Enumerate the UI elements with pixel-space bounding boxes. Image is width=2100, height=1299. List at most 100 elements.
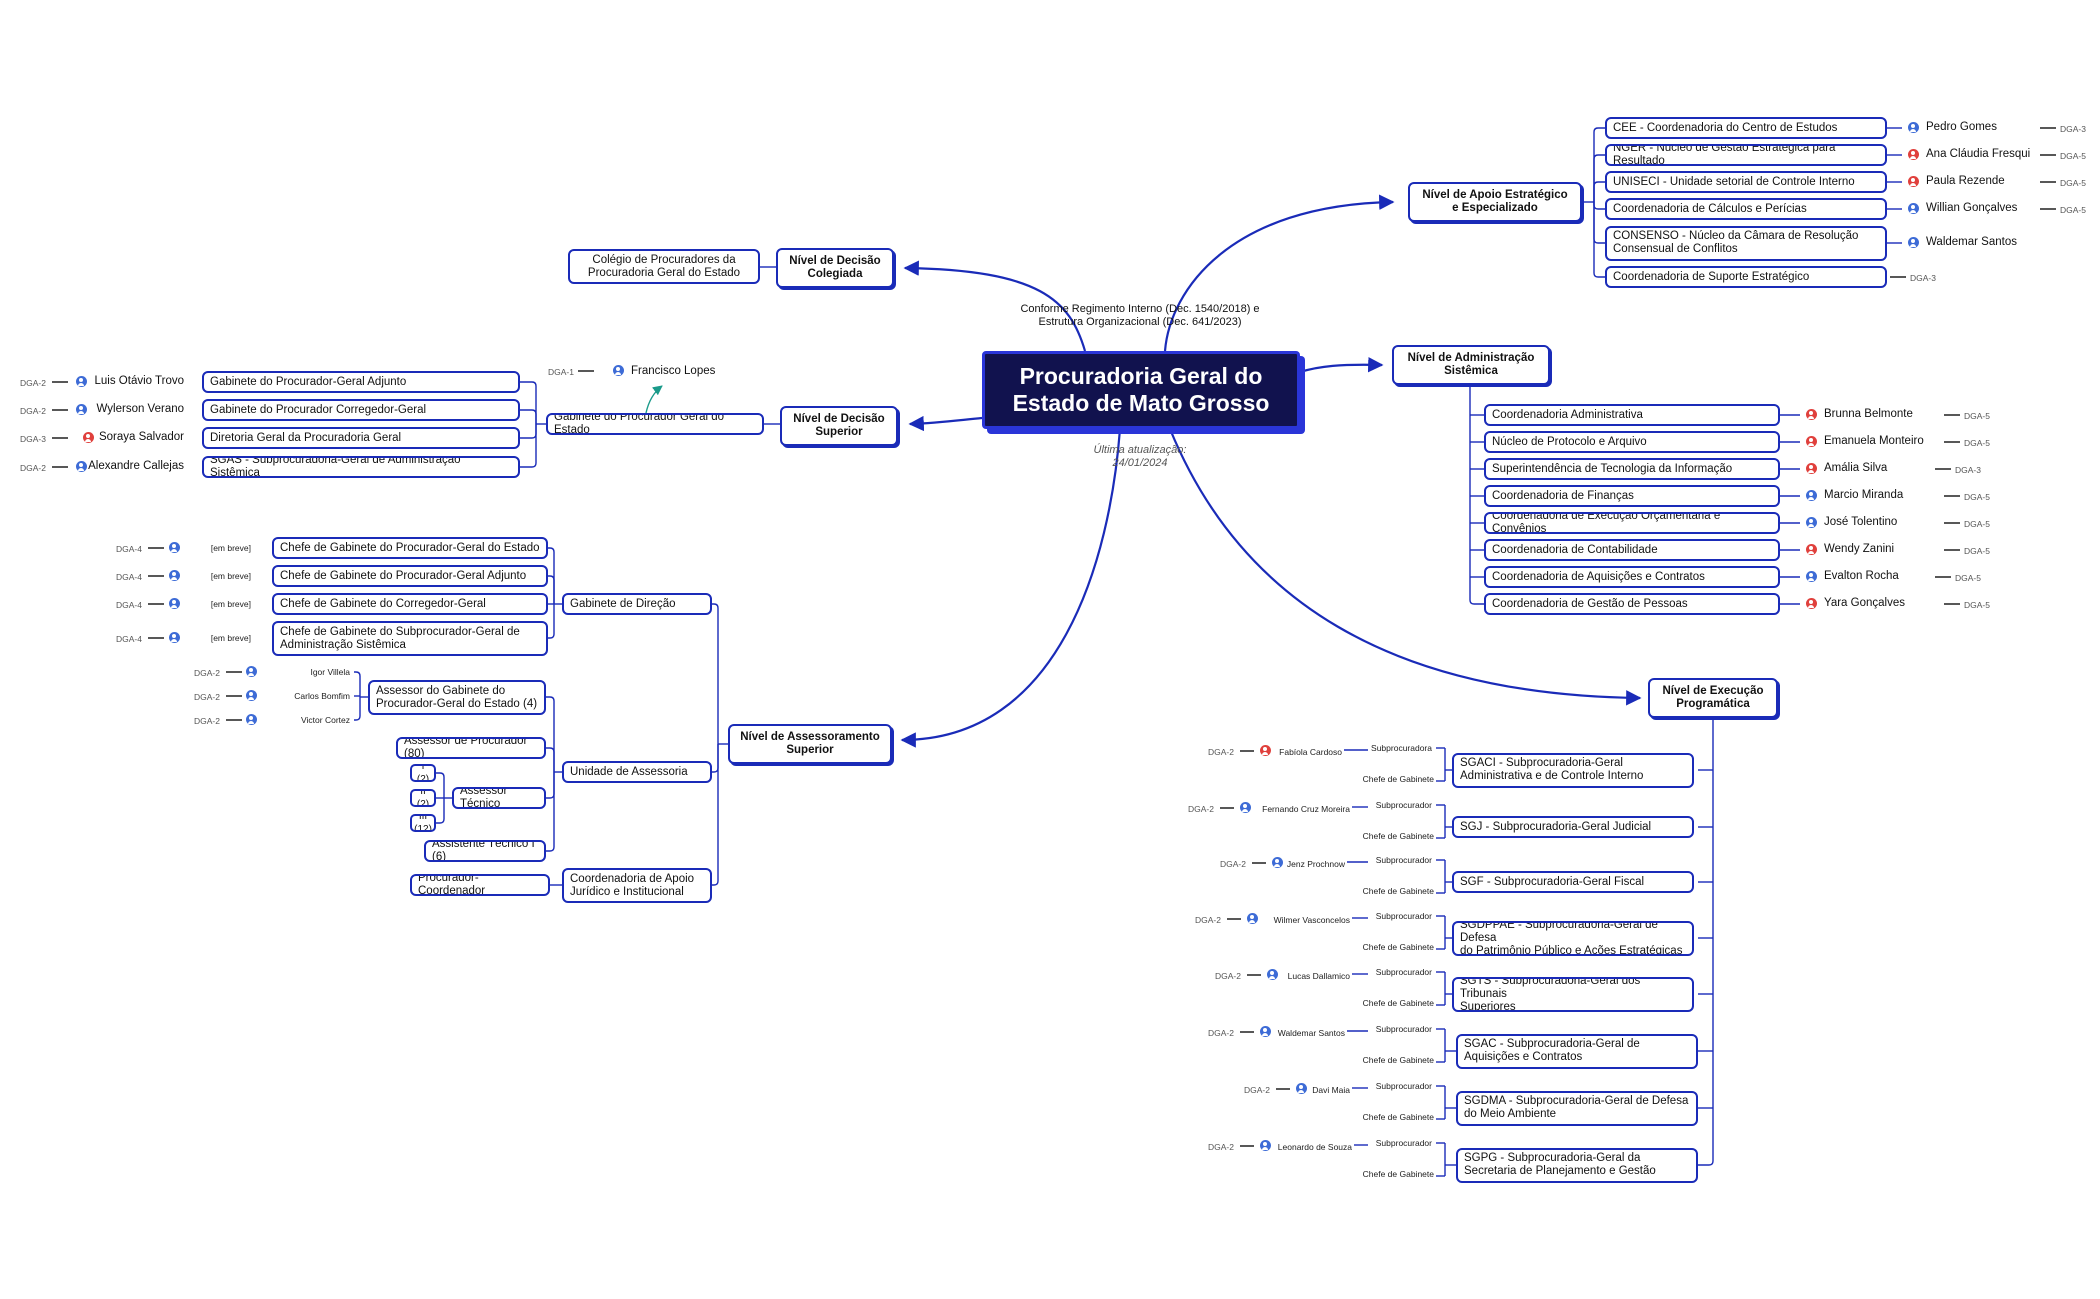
procurador-coordenador-label: Procurador-Coordenador bbox=[418, 874, 486, 896]
assessor-procurador[interactable]: Assessor de Procurador (80) bbox=[396, 737, 546, 759]
user-icon bbox=[83, 432, 94, 443]
user-icon bbox=[1806, 490, 1817, 501]
execucao-item[interactable]: SGPG - Subprocuradoria-Geral da Secretar… bbox=[1456, 1147, 1698, 1183]
assessor-tecnico[interactable]: Assessor Técnico bbox=[452, 787, 546, 809]
role-chefe-gabinete: Chefe de Gabinete bbox=[1362, 886, 1434, 896]
level-apoio[interactable]: Nível de Apoio Estratégico e Especializa… bbox=[1408, 182, 1582, 222]
dga-label: DGA-5 bbox=[1955, 573, 1981, 583]
connector-line bbox=[712, 603, 719, 744]
assistente-tecnico[interactable]: Assistente Técnico I (6) bbox=[424, 840, 546, 862]
chefe-gabinete[interactable]: Chefe de Gabinete do Corregedor-Geral bbox=[272, 593, 548, 615]
apoio-item[interactable]: CONSENSO - Núcleo da Câmara de Resolução… bbox=[1605, 225, 1887, 261]
central-node[interactable]: Procuradoria Geral do Estado de Mato Gro… bbox=[982, 351, 1300, 429]
assessor-procurador-label: Assessor de Procurador (80) bbox=[404, 737, 528, 759]
person-name: Alexandre Callejas bbox=[88, 460, 184, 472]
execucao-item[interactable]: SGDMA - Subprocuradoria-Geral de Defesa … bbox=[1456, 1090, 1698, 1126]
level-superior[interactable]: Nível de Decisão Superior bbox=[780, 406, 898, 446]
execucao-item[interactable]: SGACI - Subprocuradoria-Geral Administra… bbox=[1452, 752, 1694, 788]
role-subprocurador: Subprocurador bbox=[1375, 911, 1432, 921]
dga-label: DGA-2 bbox=[1188, 804, 1214, 814]
execucao-item[interactable]: SGJ - Subprocuradoria-Geral Judicial bbox=[1452, 816, 1694, 838]
superior-item[interactable]: SGAS - Subprocuradoria-Geral de Administ… bbox=[202, 456, 520, 478]
apoio-item[interactable]: NGER - Núcleo de Gestão Estratégica para… bbox=[1605, 144, 1887, 166]
dga-label: DGA-5 bbox=[1964, 438, 1990, 448]
connector-line bbox=[1593, 127, 1605, 202]
apoio-item[interactable]: UNISECI - Unidade setorial de Controle I… bbox=[1605, 171, 1887, 193]
administracao-item[interactable]: Superintendência de Tecnologia da Inform… bbox=[1484, 458, 1780, 480]
role-subprocurador: Subprocurador bbox=[1375, 800, 1432, 810]
execucao-item[interactable]: SGAC - Subprocuradoria-Geral de Aquisiçõ… bbox=[1456, 1033, 1698, 1069]
level-assessoramento[interactable]: Nível de Assessoramento Superior bbox=[728, 724, 892, 764]
dga-label: DGA-2 bbox=[1208, 1028, 1234, 1038]
administracao-item[interactable]: Coordenadoria de Aquisições e Contratos bbox=[1484, 566, 1780, 588]
administracao-item[interactable]: Coordenadoria Administrativa bbox=[1484, 404, 1780, 426]
procurador-coordenador[interactable]: Procurador-Coordenador bbox=[410, 874, 550, 896]
assessor-gabinete[interactable]: Assessor do Gabinete do Procurador-Geral… bbox=[368, 680, 546, 715]
last-updated: Última atualização: 24/01/2024 bbox=[1093, 444, 1187, 469]
tecnico-level[interactable]: II (2) bbox=[410, 789, 436, 807]
superior-item[interactable]: Diretoria Geral da Procuradoria Geral bbox=[202, 427, 520, 449]
user-icon bbox=[76, 376, 87, 387]
administracao-item[interactable]: Coordenadoria de Finanças bbox=[1484, 485, 1780, 507]
user-icon bbox=[1806, 571, 1817, 582]
connector-line bbox=[354, 697, 361, 721]
dga-label: DGA-1 bbox=[548, 367, 574, 377]
person-name: Willian Gonçalves bbox=[1926, 202, 2018, 214]
apoio-item-label: CEE - Coordenadoria do Centro de Estudos bbox=[1613, 121, 1838, 134]
gabinete-procurador-geral[interactable]: Gabinete do Procurador Geral do Estado bbox=[546, 413, 764, 435]
dga-label: DGA-5 bbox=[1964, 519, 1990, 529]
tecnico-level[interactable]: III (12) bbox=[410, 814, 436, 832]
apoio-item-label: NGER - Núcleo de Gestão Estratégica para… bbox=[1613, 144, 1836, 166]
execucao-item[interactable]: SGDPPAE - Subprocuradoria-Geral de Defes… bbox=[1452, 920, 1694, 956]
superior-item[interactable]: Gabinete do Procurador Corregedor-Geral bbox=[202, 399, 520, 421]
administracao-item[interactable]: Núcleo de Protocolo e Arquivo bbox=[1484, 431, 1780, 453]
superior-item[interactable]: Gabinete do Procurador-Geral Adjunto bbox=[202, 371, 520, 393]
execucao-item[interactable]: SGF - Subprocuradoria-Geral Fiscal bbox=[1452, 871, 1694, 893]
coordenadoria-apoio[interactable]: Coordenadoria de Apoio Jurídico e Instit… bbox=[562, 868, 712, 903]
person-name: Igor Villela bbox=[310, 667, 350, 677]
apoio-item[interactable]: Coordenadoria de Cálculos e Perícias bbox=[1605, 198, 1887, 220]
dga-label: DGA-2 bbox=[1208, 1142, 1234, 1152]
level-administracao[interactable]: Nível de Administração Sistêmica bbox=[1392, 345, 1550, 385]
user-icon bbox=[1908, 176, 1919, 187]
chefe-gabinete[interactable]: Chefe de Gabinete do Subprocurador-Geral… bbox=[272, 621, 548, 656]
administracao-item[interactable]: Coordenadoria de Gestão de Pessoas bbox=[1484, 593, 1780, 615]
chefe-gabinete[interactable]: Chefe de Gabinete do Procurador-Geral do… bbox=[272, 537, 548, 559]
connector-line bbox=[1469, 385, 1484, 605]
administracao-item[interactable]: Coordenadoria de Execução Orçamentária e… bbox=[1484, 512, 1780, 534]
role-subprocurador: Subprocurador bbox=[1375, 1024, 1432, 1034]
user-icon bbox=[1260, 745, 1271, 756]
administracao-item-label: Superintendência de Tecnologia da Inform… bbox=[1492, 462, 1733, 475]
connector-line bbox=[436, 772, 445, 798]
unidade-assessoria[interactable]: Unidade de Assessoria bbox=[562, 761, 712, 783]
role-subprocurador: Subprocurador bbox=[1375, 855, 1432, 865]
gabinete-direcao[interactable]: Gabinete de Direção bbox=[562, 593, 712, 615]
user-icon bbox=[1806, 598, 1817, 609]
administracao-item-label: Coordenadoria de Aquisições e Contratos bbox=[1492, 570, 1705, 583]
user-icon bbox=[1806, 436, 1817, 447]
role-chefe-gabinete: Chefe de Gabinete bbox=[1362, 1055, 1434, 1065]
connector-line bbox=[436, 798, 445, 824]
level-apoio-label: Nível de Apoio Estratégico e Especializa… bbox=[1422, 189, 1568, 214]
connector-line bbox=[520, 381, 537, 424]
dga-label: DGA-2 bbox=[20, 463, 46, 473]
execucao-item[interactable]: SGTS - Subprocuradoria-Geral dos Tribuna… bbox=[1452, 976, 1694, 1012]
colegio-procuradores[interactable]: Colégio de Procuradores da Procuradoria … bbox=[568, 249, 760, 284]
dga-label: DGA-2 bbox=[1208, 747, 1234, 757]
connector-line bbox=[712, 744, 719, 773]
tecnico-level[interactable]: I (2) bbox=[410, 764, 436, 782]
dga-label: DGA-3 bbox=[1910, 273, 1936, 283]
superior-item-label: SGAS - Subprocuradoria-Geral de Administ… bbox=[210, 456, 461, 478]
level-execucao[interactable]: Nível de Execução Programática bbox=[1648, 678, 1778, 718]
chefe-gabinete-label: Chefe de Gabinete do Procurador-Geral do… bbox=[280, 541, 540, 554]
dga-label: DGA-4 bbox=[116, 634, 142, 644]
person-name: Fabíola Cardoso bbox=[1279, 747, 1342, 757]
colegio-procuradores-label: Colégio de Procuradores da Procuradoria … bbox=[587, 253, 741, 279]
dga-label: DGA-2 bbox=[194, 692, 220, 702]
apoio-item[interactable]: Coordenadoria de Suporte Estratégico bbox=[1605, 266, 1887, 288]
level-colegiada[interactable]: Nível de Decisão Colegiada bbox=[776, 248, 894, 288]
apoio-item[interactable]: CEE - Coordenadoria do Centro de Estudos bbox=[1605, 117, 1887, 139]
chefe-gabinete[interactable]: Chefe de Gabinete do Procurador-Geral Ad… bbox=[272, 565, 548, 587]
administracao-item[interactable]: Coordenadoria de Contabilidade bbox=[1484, 539, 1780, 561]
